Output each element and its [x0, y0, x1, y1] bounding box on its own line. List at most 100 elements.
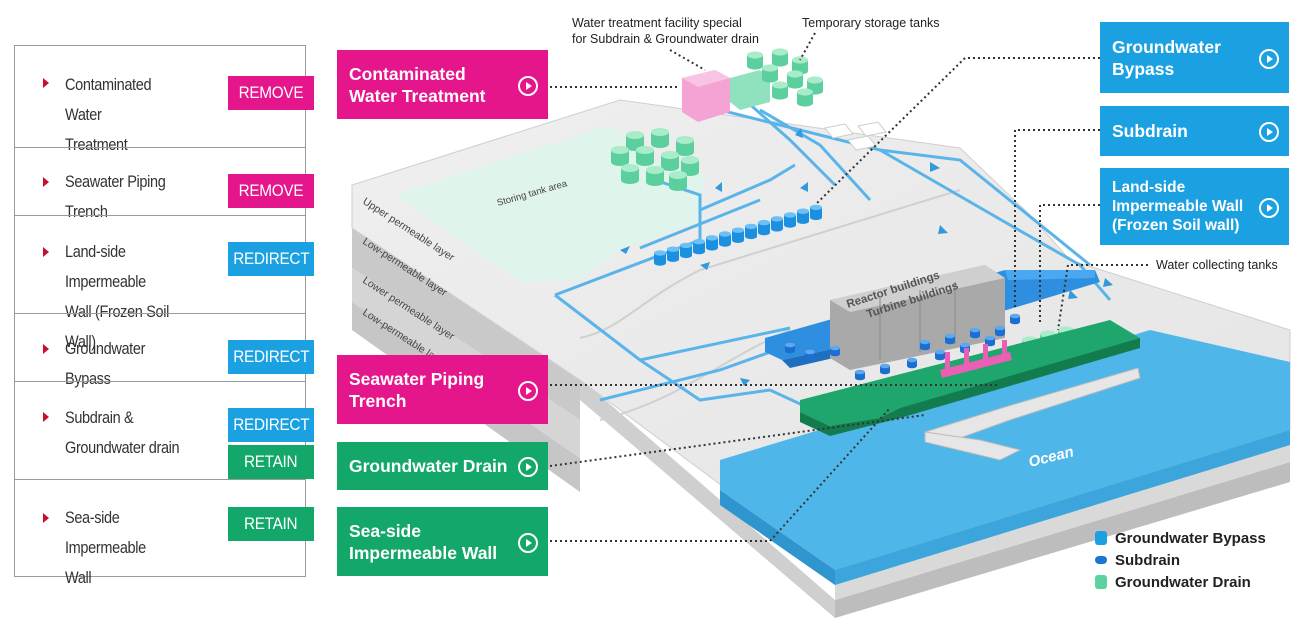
bypass-well [719, 231, 731, 247]
tank [772, 48, 788, 67]
groundwater-bypass-swatch-icon [1095, 531, 1107, 545]
callout-label: Groundwater Drain [349, 456, 508, 476]
row-label: Sea-side Impermeable Wall [65, 509, 146, 587]
bypass-well [732, 227, 744, 243]
callout-label: Sea-side Impermeable Wall [349, 520, 498, 563]
table-row[interactable]: Groundwater Bypass REDIRECT [15, 313, 314, 388]
tank [661, 150, 679, 172]
table-row[interactable]: Subdrain & Groundwater drain REDIRECT RE… [15, 381, 314, 479]
seawater-piping-trench [940, 340, 1012, 378]
subdrain-pit [935, 349, 945, 361]
tank [651, 127, 669, 149]
subdrain-pit [880, 363, 890, 375]
row-label: Contaminated Water Treatment [65, 76, 152, 154]
subdrain-pit [945, 333, 955, 345]
water-collecting-tanks-note: Water collecting tanks [1156, 258, 1278, 272]
bullet-arrow-icon [43, 177, 49, 187]
subdrain-pit [995, 325, 1005, 337]
callout-label: Seawater Piping Trench [349, 368, 485, 411]
subdrain-button[interactable]: Subdrain [1100, 106, 1289, 156]
callout-label: Land-side Impermeable Wall (Frozen Soil … [1112, 179, 1244, 234]
seawater-piping-trench-button[interactable]: Seawater Piping Trench [337, 355, 548, 424]
play-icon [1259, 122, 1279, 142]
tag-remove: REMOVE [228, 174, 314, 208]
harbor-breakwater [924, 367, 1141, 461]
bypass-well [810, 204, 822, 221]
play-icon [518, 457, 538, 477]
groundwater-drain-button[interactable]: Groundwater Drain [337, 442, 548, 490]
water-treatment-facility [682, 70, 770, 122]
play-icon [518, 380, 538, 401]
groundwater-bypass-wells [654, 204, 822, 266]
subdrain-pit [920, 339, 930, 351]
seaside-impermeable-wall-button[interactable]: Sea-side Impermeable Wall [337, 507, 548, 576]
seaside-impermeable-wall [800, 320, 1140, 436]
play-icon [518, 532, 538, 553]
subdrain-swatch-icon [1095, 556, 1107, 564]
tank [772, 81, 788, 100]
tank [646, 165, 664, 187]
tank [787, 70, 803, 89]
table-row[interactable]: Seawater Piping Trench REMOVE [15, 147, 314, 221]
bypass-well [654, 250, 666, 266]
play-icon [1259, 197, 1279, 218]
tank [676, 135, 694, 157]
tank [669, 170, 687, 192]
landside-impermeable-wall-button[interactable]: Land-side Impermeable Wall (Frozen Soil … [1100, 168, 1289, 245]
subdrain-pit [785, 342, 795, 354]
tank [681, 155, 699, 177]
bullet-arrow-icon [43, 412, 49, 422]
legend-item-groundwater-drain: Groundwater Drain [1095, 572, 1251, 592]
bullet-arrow-icon [43, 78, 49, 88]
tank [636, 145, 654, 167]
play-icon [518, 75, 538, 96]
row-label: Subdrain & Groundwater drain [65, 409, 180, 457]
leader-lines [549, 32, 1148, 542]
table-row[interactable]: Sea-side Impermeable Wall RETAIN [15, 479, 314, 587]
legend-item-groundwater-bypass: Groundwater Bypass [1095, 528, 1266, 548]
bypass-well [758, 219, 770, 236]
groundwater-bypass-button[interactable]: Groundwater Bypass [1100, 22, 1289, 93]
temporary-storage-note: Temporary storage tanks [802, 16, 940, 30]
play-icon [1259, 48, 1279, 69]
tag-retain: RETAIN [228, 507, 314, 541]
tag-redirect: REDIRECT [228, 340, 314, 374]
tank [611, 145, 629, 167]
contaminated-water-treatment-button[interactable]: Contaminated Water Treatment [337, 50, 548, 119]
subdrain-pit [805, 349, 815, 361]
tag-retain: RETAIN [228, 445, 314, 479]
tag-redirect: REDIRECT [228, 408, 314, 442]
bypass-well [667, 246, 679, 262]
tank [747, 51, 763, 70]
bullet-arrow-icon [43, 513, 49, 523]
legend-item-subdrain: Subdrain [1095, 550, 1180, 570]
flow-arrows [620, 128, 1113, 386]
tag-remove: REMOVE [228, 76, 314, 110]
row-label: Seawater Piping Trench [65, 173, 166, 221]
callout-label: Subdrain [1112, 121, 1188, 141]
table-row[interactable]: Contaminated Water Treatment REMOVE [15, 46, 314, 154]
bypass-well [745, 223, 757, 240]
row-label: Land-side Impermeable Wall (Frozen Soil … [65, 243, 170, 351]
bullet-arrow-icon [43, 344, 49, 354]
bypass-well [693, 238, 705, 255]
groundwater-drain-swatch-icon [1095, 575, 1107, 589]
subdrain-pit [970, 327, 980, 339]
bypass-well [797, 208, 809, 224]
bypass-well [771, 216, 783, 232]
bypass-well [680, 242, 692, 259]
tank [762, 64, 778, 83]
callout-label: Contaminated Water Treatment [349, 63, 486, 106]
tag-redirect: REDIRECT [228, 242, 314, 276]
tank [621, 163, 639, 185]
tank [797, 88, 813, 107]
table-row[interactable]: Land-side Impermeable Wall (Frozen Soil … [15, 215, 314, 351]
subdrain-pit [1010, 313, 1020, 325]
bypass-well [706, 235, 718, 251]
subdrain-pit [907, 357, 917, 369]
water-treatment-facility-note: Water treatment facility special for Sub… [572, 16, 759, 46]
subdrain-pit [830, 345, 840, 357]
subdrain-pit [855, 369, 865, 381]
callout-label: Groundwater Bypass [1112, 36, 1221, 79]
